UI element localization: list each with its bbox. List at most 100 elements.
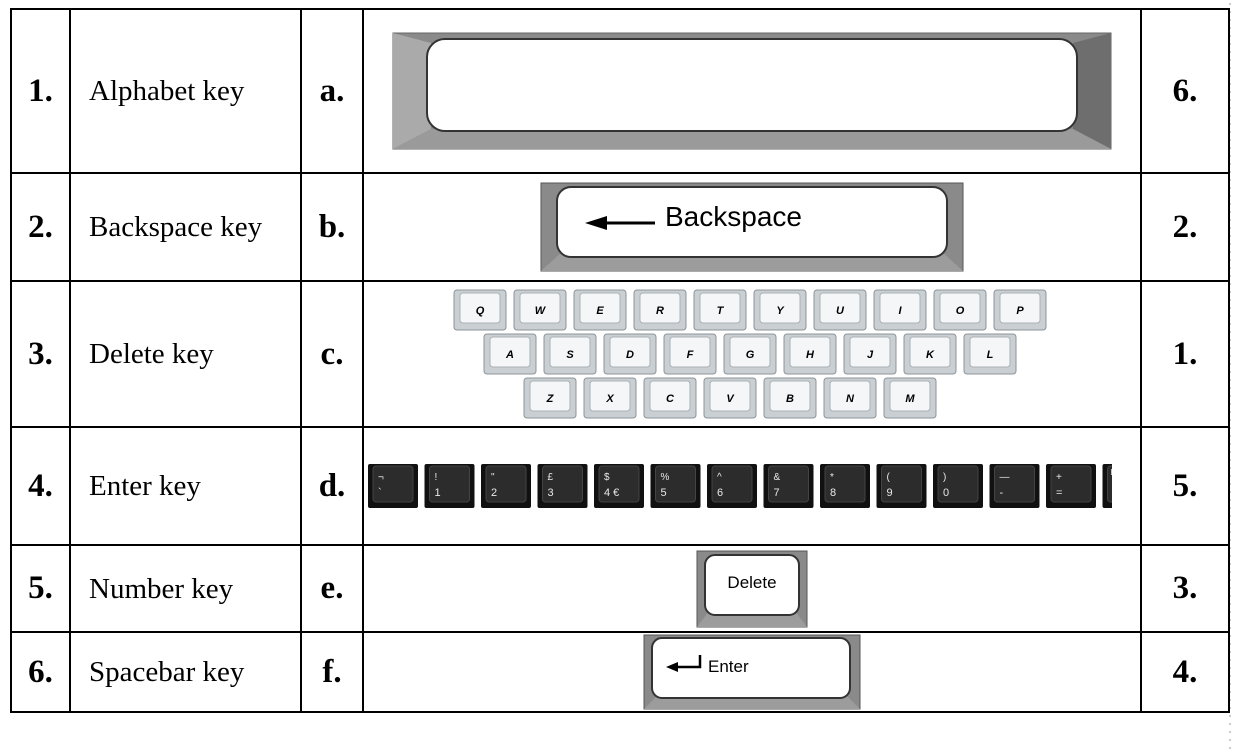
table-row: 4. Enter key d. ¬`!1"2£3$4 €%5^6&7*8(9)0…: [10, 426, 1230, 546]
alphabet-key-label: X: [605, 393, 614, 405]
alphabet-key: N: [823, 377, 877, 419]
alphabet-key-label: P: [1016, 305, 1024, 317]
number-key-bottom-label: 1: [435, 487, 441, 499]
alphabet-key-label: W: [535, 305, 547, 317]
alphabet-key: L: [963, 333, 1017, 375]
answer: 4.: [1140, 631, 1230, 713]
option-letter: b.: [300, 172, 364, 282]
alphabet-key: S: [543, 333, 597, 375]
alphabet-key-label: G: [746, 349, 755, 361]
alphabet-key: Z: [523, 377, 577, 419]
number-key: !1: [424, 464, 475, 508]
number-key: —-: [989, 464, 1040, 508]
answer: 1.: [1140, 280, 1230, 428]
number-key: *8: [820, 464, 870, 508]
option-letter: e.: [300, 544, 364, 633]
key-name: Spacebar key: [69, 631, 302, 713]
key-name: Number key: [69, 544, 302, 633]
number-key-top-label: —: [1000, 472, 1010, 483]
delete-picture: Delete: [362, 544, 1142, 633]
delete-label: Delete: [727, 572, 777, 592]
number-key: )0: [933, 464, 983, 508]
number-key-bottom-label: `: [378, 487, 382, 499]
enter-label: Enter: [708, 657, 749, 676]
alphabet-key-label: S: [566, 349, 574, 361]
spacebar-picture: [362, 8, 1142, 174]
alphabet-key: E: [573, 289, 627, 331]
alphabet-key: A: [483, 333, 537, 375]
row-number: 4.: [10, 426, 71, 546]
alphabet-key-label: M: [905, 393, 915, 405]
alphabet-key-label: F: [687, 349, 694, 361]
key-name: Delete key: [69, 280, 302, 428]
answer: 5.: [1140, 426, 1230, 546]
alphabet-key-label: B: [786, 393, 794, 405]
number-key: "2: [481, 464, 531, 508]
alphabet-key-label: Z: [546, 393, 555, 405]
number-key-top-label: $: [604, 472, 610, 483]
alphabet-key: J: [843, 333, 897, 375]
key-name: Backspace key: [69, 172, 302, 282]
number-key-bottom-label: 4 €: [604, 487, 619, 499]
alphabet-key-label: T: [717, 305, 725, 317]
option-letter: a.: [300, 8, 364, 174]
number-key-top-label: £: [548, 472, 554, 483]
spacebar-key-icon: [392, 32, 1112, 150]
number-key-bottom-label: 2: [491, 487, 497, 499]
alphabet-key-label: L: [987, 349, 994, 361]
number-key-top-label: (: [887, 472, 891, 483]
answer: 6.: [1140, 8, 1230, 174]
number-key-bottom-label: 0: [943, 487, 949, 499]
alphabet-key-label: J: [867, 349, 874, 361]
number-key-top-label: ": [491, 472, 495, 483]
alphabet-key-label: E: [596, 305, 604, 317]
alphabet-key-label: Y: [776, 305, 785, 317]
table-row: 1. Alphabet key a. 6.: [10, 8, 1230, 174]
row-number: 3.: [10, 280, 71, 428]
number-key-bottom-label: 7: [774, 487, 780, 499]
number-key-bottom-label: 3: [548, 487, 554, 499]
number-key: £3: [537, 464, 588, 508]
alphabet-key-label: A: [505, 349, 514, 361]
backspace-label: Backspace: [665, 201, 802, 232]
key-name: Alphabet key: [69, 8, 302, 174]
alphabet-key: Y: [753, 289, 807, 331]
number-keys-picture: ¬`!1"2£3$4 €%5^6&7*8(9)0—-+=Backspace: [362, 426, 1142, 546]
table-row: 2. Backspace key b. Backspace 2.: [10, 172, 1230, 282]
alphabet-key: F: [663, 333, 717, 375]
number-key-bottom-label: 9: [887, 487, 893, 499]
alphabet-key-label: Q: [476, 305, 485, 317]
backspace-key-icon: Backspace: [537, 179, 967, 275]
row-number: 5.: [10, 544, 71, 633]
alphabet-key: W: [513, 289, 567, 331]
alphabet-key-label: N: [846, 393, 855, 405]
alphabet-key: C: [643, 377, 697, 419]
alphabet-key-label: K: [926, 349, 935, 361]
number-keys-icon: ¬`!1"2£3$4 €%5^6&7*8(9)0—-+=Backspace: [368, 464, 1112, 508]
delete-key-icon: Delete: [693, 549, 811, 629]
number-key: $4 €: [594, 464, 644, 508]
number-key-bottom-label: =: [1056, 487, 1062, 499]
answer: 3.: [1140, 544, 1230, 633]
alphabet-key: U: [813, 289, 867, 331]
alphabet-key-label: U: [836, 305, 845, 317]
number-key-bottom-label: 5: [661, 487, 667, 499]
number-key-top-label: ): [943, 472, 946, 483]
answer: 2.: [1140, 172, 1230, 282]
alphabet-key: O: [933, 289, 987, 331]
number-key-top-label: !: [435, 472, 438, 483]
number-key: &7: [763, 464, 814, 508]
alphabet-key: T: [693, 289, 747, 331]
option-letter: c.: [300, 280, 364, 428]
number-key: %5: [650, 464, 701, 508]
alphabet-key: K: [903, 333, 957, 375]
number-key: ¬`: [368, 464, 418, 508]
alphabet-key: H: [783, 333, 837, 375]
number-key-top-label: &: [774, 472, 781, 483]
alphabet-key-label: V: [726, 393, 735, 405]
row-number: 6.: [10, 631, 71, 713]
alphabet-key: Q: [453, 289, 507, 331]
number-key-top-label: +: [1056, 472, 1062, 483]
